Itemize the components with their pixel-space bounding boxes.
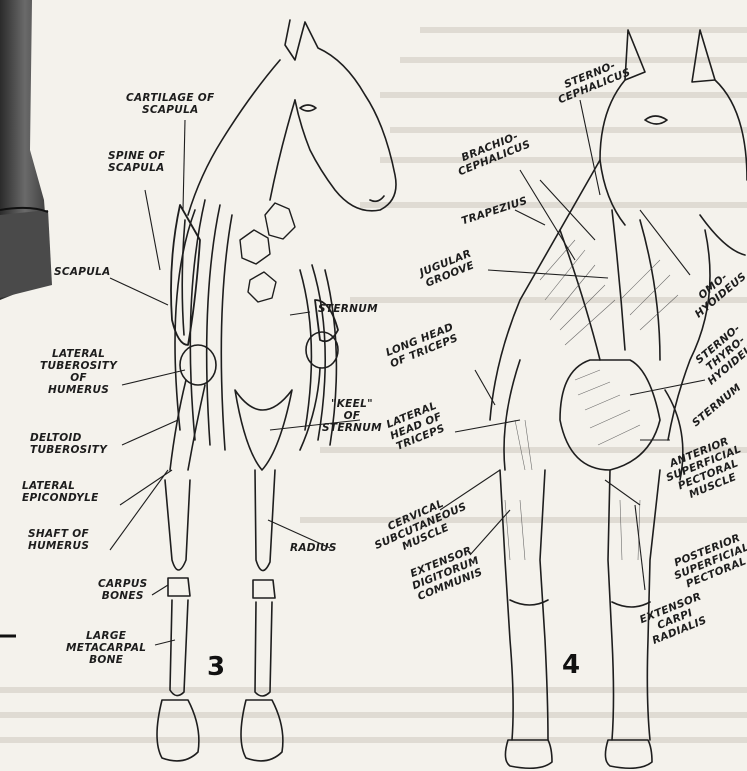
figure-number-4: 4 — [562, 650, 580, 680]
skeleton-figure — [157, 20, 396, 761]
label-carpus-bones: CARPUS BONES — [98, 578, 148, 602]
label-spine-of-scapula: SPINE OF SCAPULA — [108, 150, 165, 174]
label-large-metacarpal-bone: LARGE METACARPAL BONE — [66, 630, 146, 666]
label-radius: RADIUS — [290, 542, 337, 554]
label-lateral-epicondyle: LATERAL EPICONDYLE — [22, 480, 99, 504]
figure-number-3: 3 — [207, 652, 225, 682]
label-scapula: SCAPULA — [54, 266, 111, 278]
leader-lines-fig3 — [110, 120, 360, 645]
muscle-hatching — [505, 240, 678, 560]
label-sternum-fig3: STERNUM — [318, 303, 378, 315]
partial-hoof-illustration — [0, 0, 52, 300]
label-lateral-tuberosity-of-humerus: LATERAL TUBEROSITY OF HUMERUS — [40, 348, 117, 396]
label-keel-of-sternum: "KEEL" OF STERNUM — [322, 398, 382, 434]
label-shaft-of-humerus: SHAFT OF HUMERUS — [28, 528, 89, 552]
label-deltoid-tuberosity: DELTOID TUBEROSITY — [30, 432, 107, 456]
label-cartilage-of-scapula: CARTILAGE OF SCAPULA — [126, 92, 214, 116]
leader-lines-fig4 — [440, 100, 705, 590]
